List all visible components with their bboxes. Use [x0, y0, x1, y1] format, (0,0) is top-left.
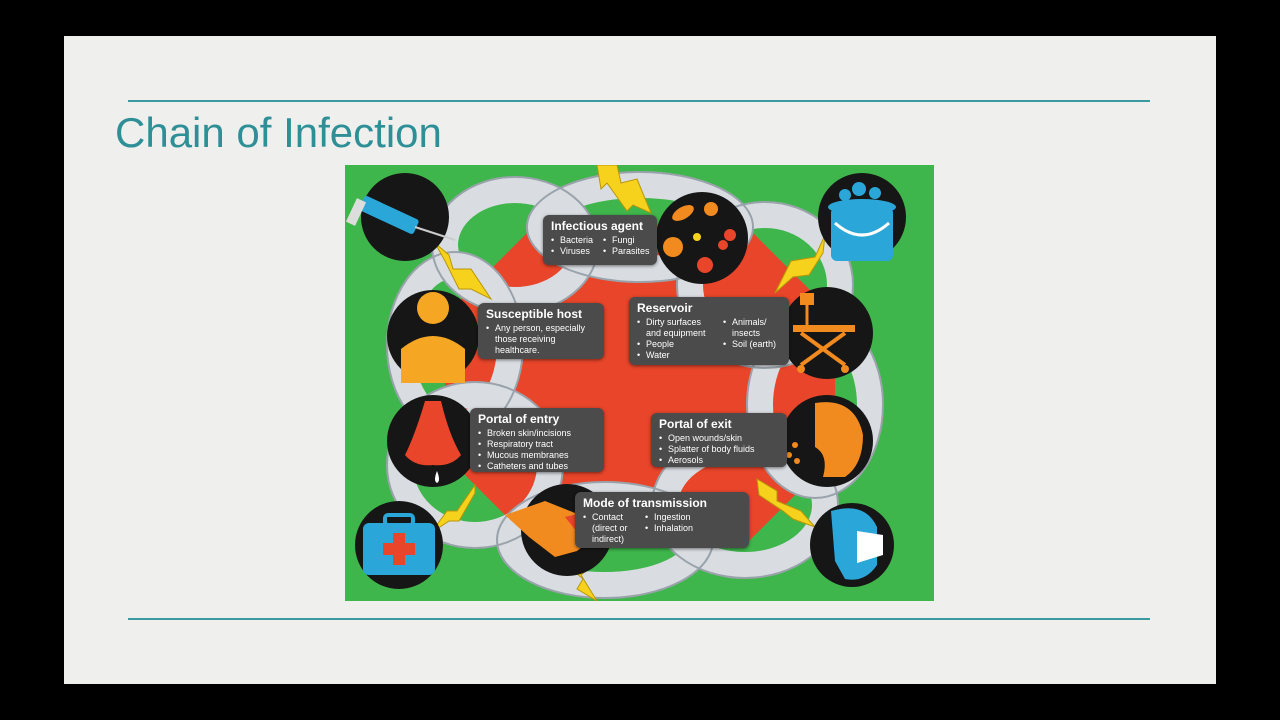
list-item: Animals/ insects [723, 317, 783, 339]
list-item: Open wounds/skin [659, 433, 779, 444]
microbes-icon [656, 192, 748, 284]
list-item: Soil (earth) [723, 339, 783, 350]
infectious-agent-col1: Bacteria Viruses [551, 235, 593, 257]
reservoir-box: Reservoir Dirty surfaces and equipment P… [629, 297, 789, 365]
syringe-icon [345, 173, 456, 261]
list-item: Broken skin/incisions [478, 428, 596, 439]
list-item: Inhalation [645, 523, 693, 534]
list-item: Water [637, 350, 713, 361]
portal-of-entry-list: Broken skin/incisions Respiratory tract … [478, 428, 596, 472]
portal-of-exit-list: Open wounds/skin Splatter of body fluids… [659, 433, 779, 466]
list-item: Respiratory tract [478, 439, 596, 450]
list-item: Bacteria [551, 235, 593, 246]
list-item: Ingestion [645, 512, 693, 523]
susceptible-host-box: Susceptible host Any person, especially … [478, 303, 604, 359]
list-item: Splatter of body fluids [659, 444, 779, 455]
list-item: Contact (direct or indirect) [583, 512, 635, 545]
list-item: Mucous membranes [478, 450, 596, 461]
list-item: Viruses [551, 246, 593, 257]
chain-of-infection-diagram: Infectious agent Bacteria Viruses Fungi … [345, 165, 934, 601]
nose-icon [387, 395, 479, 487]
slide-title: Chain of Infection [115, 109, 442, 156]
reservoir-col2: Animals/ insects Soil (earth) [723, 317, 783, 361]
list-item: Catheters and tubes [478, 461, 596, 472]
list-item: Dirty surfaces and equipment [637, 317, 713, 339]
portal-of-entry-box: Portal of entry Broken skin/incisions Re… [470, 408, 604, 472]
mode-of-transmission-title: Mode of transmission [583, 496, 708, 510]
portal-of-entry-title: Portal of entry [478, 412, 560, 426]
infectious-agent-box: Infectious agent Bacteria Viruses Fungi … [543, 215, 657, 265]
list-item: Any person, especially those receiving h… [486, 323, 596, 356]
susceptible-host-list: Any person, especially those receiving h… [486, 323, 596, 356]
susceptible-host-title: Susceptible host [486, 307, 583, 321]
person-icon [387, 290, 479, 383]
reservoir-title: Reservoir [637, 301, 693, 315]
slide: Chain of Infection [64, 36, 1216, 684]
bottom-rule [128, 618, 1150, 620]
list-item: Aerosols [659, 455, 779, 466]
mode-of-transmission-col2: Ingestion Inhalation [645, 512, 693, 545]
portal-of-exit-title: Portal of exit [659, 417, 732, 431]
bucket-icon [818, 173, 906, 261]
first-aid-kit-icon [355, 501, 443, 589]
reservoir-col1: Dirty surfaces and equipment People Wate… [637, 317, 713, 361]
portal-of-exit-box: Portal of exit Open wounds/skin Splatter… [651, 413, 787, 467]
cough-face-icon [781, 395, 873, 487]
list-item: Fungi [603, 235, 650, 246]
infectious-agent-col2: Fungi Parasites [603, 235, 650, 257]
top-rule [128, 100, 1150, 102]
stretcher-icon [781, 287, 873, 379]
mode-of-transmission-box: Mode of transmission Contact (direct or … [575, 492, 749, 548]
list-item: Parasites [603, 246, 650, 257]
mask-person-icon [810, 503, 894, 587]
infectious-agent-title: Infectious agent [551, 219, 644, 233]
list-item: People [637, 339, 713, 350]
mode-of-transmission-col1: Contact (direct or indirect) [583, 512, 635, 545]
